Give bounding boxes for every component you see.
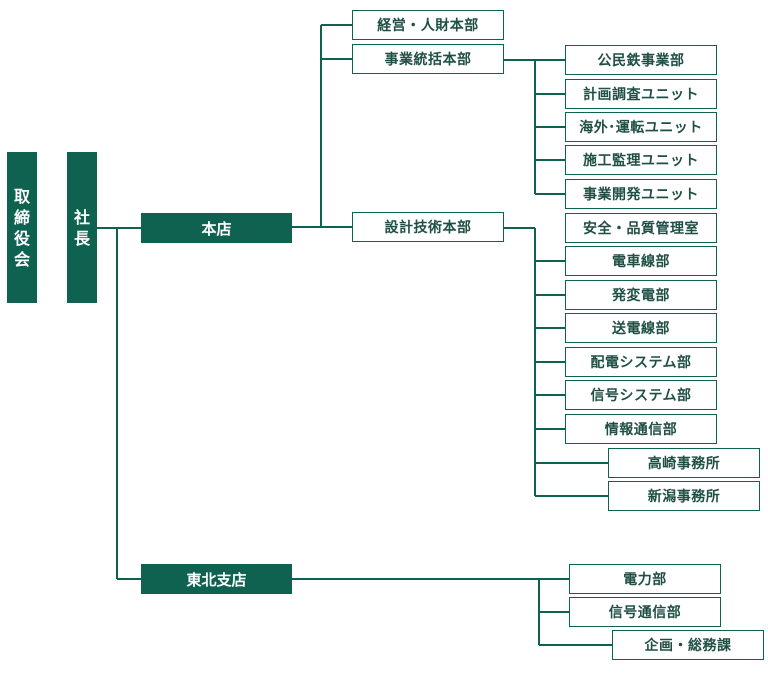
vertical-char: 社 xyxy=(73,207,90,227)
board-of-directors: 取締役会 xyxy=(7,152,37,303)
unit-box: 安全・品質管理室 xyxy=(565,213,717,243)
unit-box: 事業開発ユニット xyxy=(565,179,717,209)
unit-box: 発変電部 xyxy=(565,280,717,310)
vertical-char: 取 xyxy=(13,186,30,206)
vertical-char: 長 xyxy=(73,228,90,248)
unit-box: 送電線部 xyxy=(565,313,717,343)
vertical-char: 会 xyxy=(13,249,30,269)
unit-box: 信号システム部 xyxy=(565,380,717,410)
vertical-char: 役 xyxy=(13,228,30,248)
unit-box: 計画調査ユニット xyxy=(565,79,717,109)
president: 社長 xyxy=(67,152,97,303)
vertical-char: 締 xyxy=(13,207,30,227)
office-box: 企画・総務課 xyxy=(612,630,764,660)
unit-box: 電車線部 xyxy=(565,246,717,276)
unit-box: 公民鉄事業部 xyxy=(565,45,717,75)
division-management-hr: 経営・人財本部 xyxy=(352,10,504,40)
tohoku-branch: 東北支店 xyxy=(141,564,292,594)
office-box: 高崎事務所 xyxy=(608,448,760,478)
head-office: 本店 xyxy=(141,213,292,243)
unit-box: 電力部 xyxy=(569,564,721,594)
unit-box: 信号通信部 xyxy=(569,597,721,627)
division-design-engineering: 設計技術本部 xyxy=(352,212,504,242)
unit-box: 施工監理ユニット xyxy=(565,145,717,175)
unit-box: 配電システム部 xyxy=(565,347,717,377)
unit-box: 海外･運転ユニット xyxy=(565,112,717,142)
division-business-management: 事業統括本部 xyxy=(352,44,504,74)
unit-box: 情報通信部 xyxy=(565,414,717,444)
connector-lines xyxy=(97,24,612,646)
office-box: 新潟事務所 xyxy=(608,481,760,511)
